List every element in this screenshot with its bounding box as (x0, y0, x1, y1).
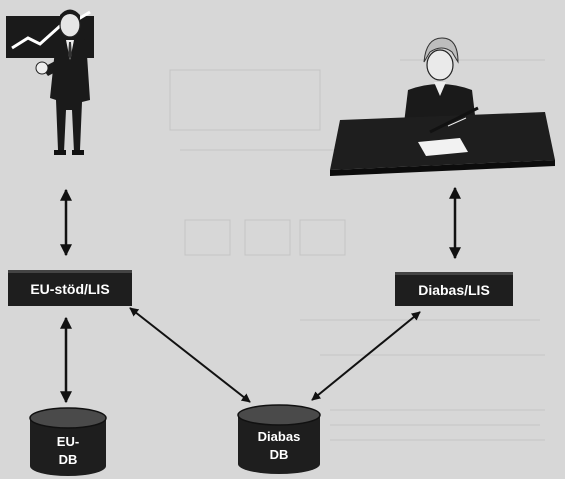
chart-line-icon (11, 10, 91, 50)
node-diabas-lis: Diabas/LIS (395, 272, 513, 306)
node-diabas-db: Diabas DB (237, 404, 321, 474)
presenter-figure (6, 9, 94, 155)
desk-person-figure (330, 37, 555, 176)
node-eu-stod-lis-label: EU-stöd/LIS (30, 281, 109, 297)
node-eu-stod-lis: EU-stöd/LIS (8, 270, 132, 306)
arrow-eu-lis-diabas-db (129, 307, 251, 403)
node-diabas-db-label-1: Diabas (258, 429, 301, 444)
connectors (60, 186, 461, 404)
background-bleed (169, 59, 545, 441)
node-eu-db-label-2: DB (59, 452, 78, 467)
node-diabas-db-label-2: DB (270, 447, 289, 462)
node-diabas-lis-label: Diabas/LIS (418, 282, 490, 298)
node-eu-db-label-1: EU- (57, 434, 79, 449)
arrow-diabas-lis-diabas-db (311, 311, 421, 401)
node-eu-db: EU- DB (29, 407, 107, 476)
